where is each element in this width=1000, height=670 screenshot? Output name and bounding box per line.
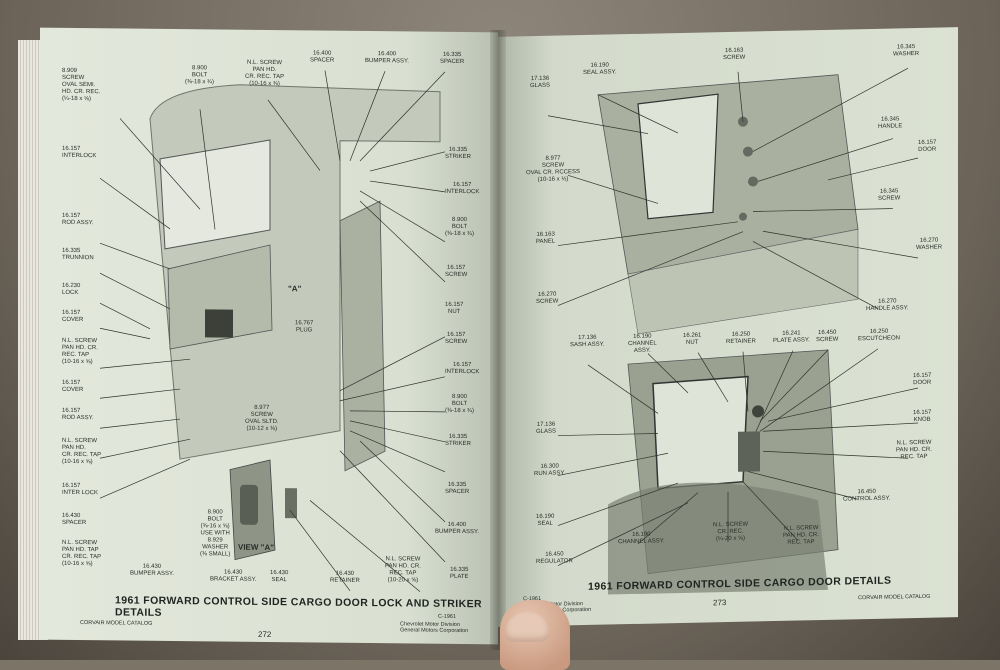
part-label: 16.157 INTERLOCK bbox=[445, 181, 480, 196]
right-page-number: 273 bbox=[713, 598, 727, 608]
part-label: 16.270 WASHER bbox=[916, 237, 943, 252]
left-footer-division: Chevrolet Motor Division General Motors … bbox=[400, 621, 469, 635]
part-label: 16.335 SPACER bbox=[445, 481, 470, 496]
part-label: 16.190 CHANNEL ASSY. bbox=[628, 333, 657, 354]
part-label: N.L. SCREW PAN HD. CR. REC. TAP (10-16 x… bbox=[62, 337, 98, 366]
book-gutter bbox=[490, 30, 506, 650]
part-label: 16.190 CHANNEL ASSY. bbox=[618, 531, 665, 546]
part-label: 16.300 RUN ASSY. bbox=[534, 463, 566, 478]
part-label: 16.335 SPACER bbox=[440, 51, 465, 66]
part-label: 16.157 DOOR bbox=[913, 372, 932, 387]
part-label: 16.400 BUMPER ASSY. bbox=[435, 521, 479, 536]
part-label: 16.450 REGULATOR bbox=[536, 551, 573, 566]
part-label: 16.430 SEAL bbox=[270, 570, 289, 584]
part-label: 16.261 NUT bbox=[683, 332, 702, 346]
part-label: 16.345 SCREW bbox=[878, 188, 901, 202]
part-label: N.L. SCREW PAN HD. TAP CR. REC. TAP (10-… bbox=[62, 539, 102, 568]
part-label: 8.977 SCREW OVAL CR. RCCESS (10-16 x ½) bbox=[526, 155, 581, 183]
part-label: 16.157 INTERLOCK bbox=[62, 145, 97, 160]
part-label: 16.450 SCREW bbox=[816, 329, 839, 344]
part-label: 16.163 SCREW bbox=[723, 47, 746, 62]
right-illustration bbox=[547, 67, 919, 595]
part-label: 16.270 SCREW bbox=[536, 291, 559, 306]
part-label: 16.157 COVER bbox=[62, 379, 84, 394]
part-label: 16.335 STRIKER bbox=[445, 146, 472, 161]
part-label: 17.136 SASH ASSY. bbox=[570, 334, 605, 349]
part-label: 8.900 BOLT (⅜-18 x ¾) bbox=[445, 393, 475, 415]
part-label: 16.430 BRACKET ASSY. bbox=[210, 569, 257, 583]
part-label: 16.157 SCREW bbox=[445, 264, 468, 279]
part-label: 16.430 BUMPER ASSY. bbox=[130, 563, 174, 578]
part-label: 8.909 SCREW OVAL SEMI. HD. CR. REC. (¼-1… bbox=[62, 67, 101, 103]
part-label: N.L. SCREW PAN HD. CR. REC. TAP bbox=[896, 439, 932, 461]
part-label: 16.345 WASHER bbox=[893, 44, 920, 58]
detail-a-label: "A" bbox=[288, 284, 302, 294]
part-label: 16.345 HANDLE bbox=[878, 116, 903, 130]
part-label: 16.430 RETAINER bbox=[330, 570, 360, 584]
part-label: 8.900 BOLT (⅜-18 x ¾) bbox=[445, 216, 475, 238]
part-label: 16.157 ROD ASSY. bbox=[62, 212, 94, 227]
part-label: N.L. SCREW PAN HD. CR. REC. TAP (10-20 x… bbox=[385, 556, 421, 584]
part-label: 16.335 STRIKER bbox=[445, 433, 472, 448]
part-label: 16.157 INTER LOCK bbox=[62, 482, 99, 497]
part-label: 16.270 HANDLE ASSY. bbox=[866, 298, 909, 313]
left-footer-code: C-1961 bbox=[438, 613, 457, 620]
part-label: N.L. SCREW PAN HD. CR. REC. TAP (10-16 x… bbox=[62, 437, 102, 466]
left-footer-catalog: CORVAIR MODEL CATALOG bbox=[80, 620, 153, 627]
part-label: 16.163 PANEL bbox=[536, 231, 556, 246]
part-label: 17.136 GLASS bbox=[536, 421, 557, 436]
left-page: 8.909 SCREW OVAL SEMI. HD. CR. REC. (¼-1… bbox=[40, 27, 498, 645]
part-label: 16.190 SEAL bbox=[536, 513, 555, 527]
part-label: 16.230 LOCK bbox=[62, 282, 81, 297]
part-label: 16.157 INTERLOCK bbox=[445, 361, 480, 376]
view-a-label: VIEW "A" bbox=[238, 542, 275, 553]
part-label: 16.400 SPACER bbox=[310, 50, 335, 64]
part-label: 8.977 SCREW OVAL SLTD. (10-12 x ⅜) bbox=[245, 404, 279, 433]
part-label: N.L. SCREW PAN HD. CR. REC. TAP bbox=[783, 525, 819, 546]
part-label: N.L. SCREW PAN HD. CR. REC. TAP (10-16 x… bbox=[245, 59, 285, 88]
part-label: 16.250 ESCUTCHEON bbox=[858, 328, 901, 343]
part-label: N.L. SCREW CR. REC. (¼-20 x ⅝) bbox=[713, 521, 749, 543]
part-label: 16.157 KNOB bbox=[913, 409, 932, 424]
part-label: 16.157 COVER bbox=[62, 309, 84, 324]
left-page-number: 272 bbox=[258, 629, 272, 640]
part-label: 16.157 NUT bbox=[445, 301, 464, 316]
thumb bbox=[505, 612, 549, 642]
part-label: 16.241 PLATE ASSY. bbox=[773, 330, 810, 345]
part-label: 16.400 BUMPER ASSY. bbox=[365, 51, 409, 65]
part-label: 16.335 PLATE bbox=[450, 566, 469, 581]
part-label: 16.190 SEAL ASSY. bbox=[583, 62, 617, 77]
part-label: 16.157 DOOR bbox=[918, 139, 937, 154]
part-label: 17.136 GLASS bbox=[530, 75, 551, 90]
part-label: 8.900 BOLT (⅜-18 x ¾) bbox=[185, 65, 215, 86]
left-illustration bbox=[99, 70, 446, 592]
part-label: 16.767 PLUG bbox=[295, 320, 314, 334]
part-label: 16.157 SCREW bbox=[445, 331, 468, 346]
part-label: 16.430 SPACER bbox=[62, 512, 87, 527]
part-label: 8.900 BOLT (⅜-16 x ⅝) USE WITH 8.929 WAS… bbox=[200, 509, 231, 558]
right-page: 17.136 GLASS 16.190 SEAL ASSY. 16.163 SC… bbox=[498, 27, 958, 627]
part-label: 16.250 RETAINER bbox=[726, 331, 756, 346]
part-label: 16.450 CONTROL ASSY. bbox=[843, 488, 891, 503]
part-label: 16.335 TRUNNION bbox=[62, 247, 94, 262]
part-label: 16.157 ROD ASSY. bbox=[62, 407, 94, 422]
